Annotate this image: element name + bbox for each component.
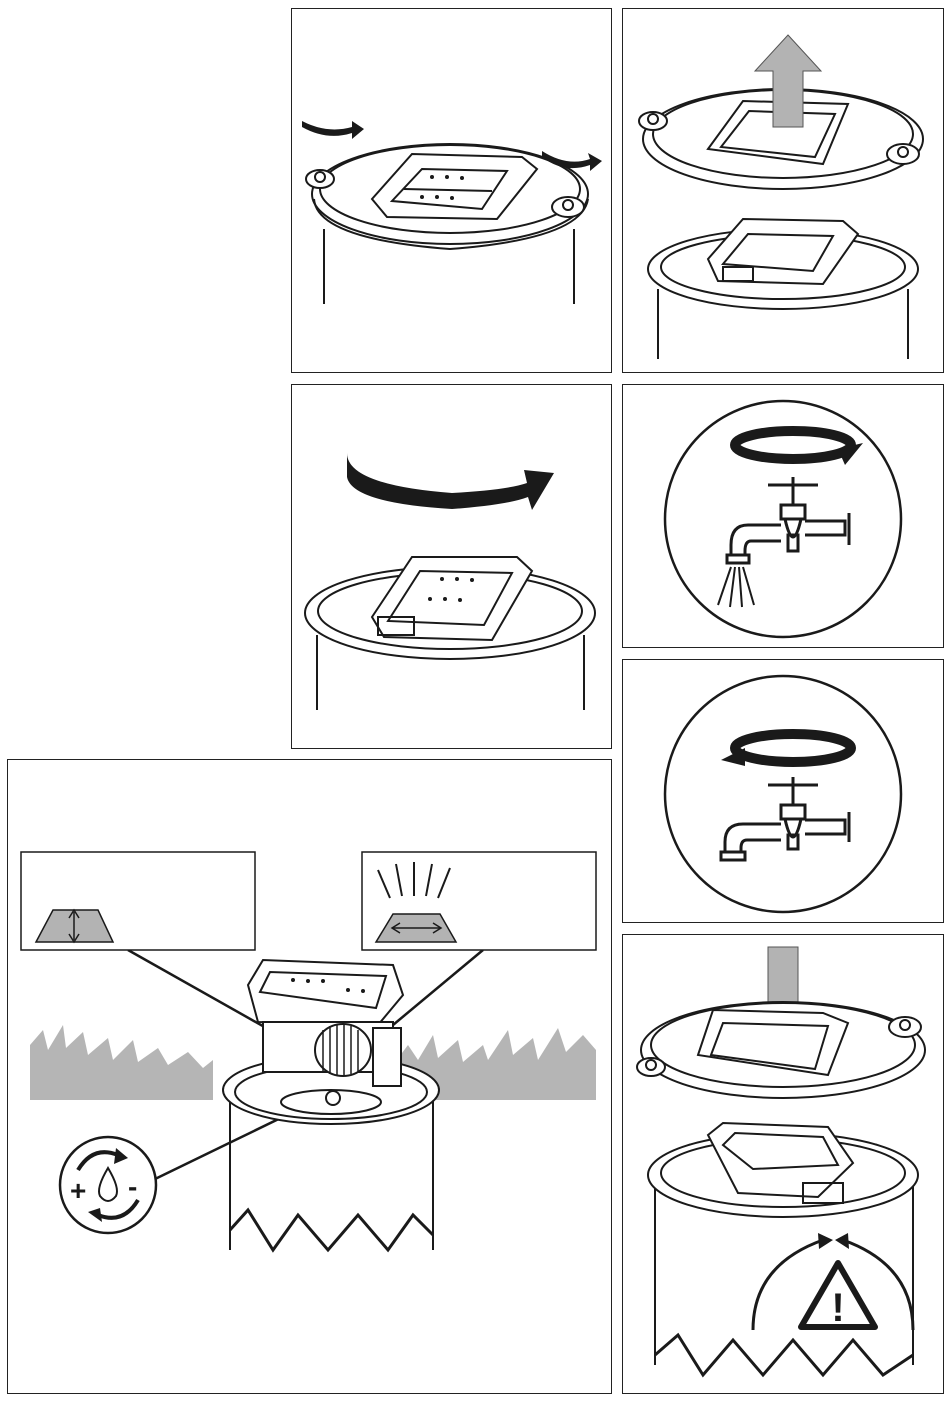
warning-symbol: ! — [831, 1286, 844, 1330]
flow-plus-symbol: + — [70, 1175, 86, 1206]
rotate-arrow-icon — [347, 453, 554, 510]
rotate-counterclockwise-icon — [721, 734, 851, 766]
lid-clip-right — [887, 144, 919, 164]
tap-icon — [721, 777, 849, 860]
width-adjust-icon — [362, 852, 596, 950]
lid-clip-left — [637, 1058, 665, 1076]
lid-clip-left — [306, 170, 334, 188]
panel-open-tap — [622, 384, 944, 648]
panel-close-tap — [622, 659, 944, 923]
panel-unlock-lid — [291, 8, 612, 373]
lid-clip-left — [639, 112, 667, 130]
water-spray-icon — [718, 567, 754, 607]
rotate-arrow-icon — [302, 121, 364, 139]
height-adjust-icon — [21, 852, 255, 950]
panel-lift-lid — [622, 8, 944, 373]
flow-adjust-icon: + - — [60, 1137, 156, 1233]
panel-rotate-sprinkler — [291, 384, 612, 749]
lid-clip-right — [552, 197, 584, 217]
panel-replace-lid: ! — [622, 934, 944, 1394]
lid-clip-right — [889, 1017, 921, 1037]
tap-icon — [727, 477, 849, 563]
panel-adjust-spray: + - — [7, 759, 612, 1394]
flow-minus-symbol: - — [128, 1171, 137, 1202]
rotate-clockwise-icon — [735, 431, 863, 465]
warning-icon: ! — [801, 1263, 875, 1330]
